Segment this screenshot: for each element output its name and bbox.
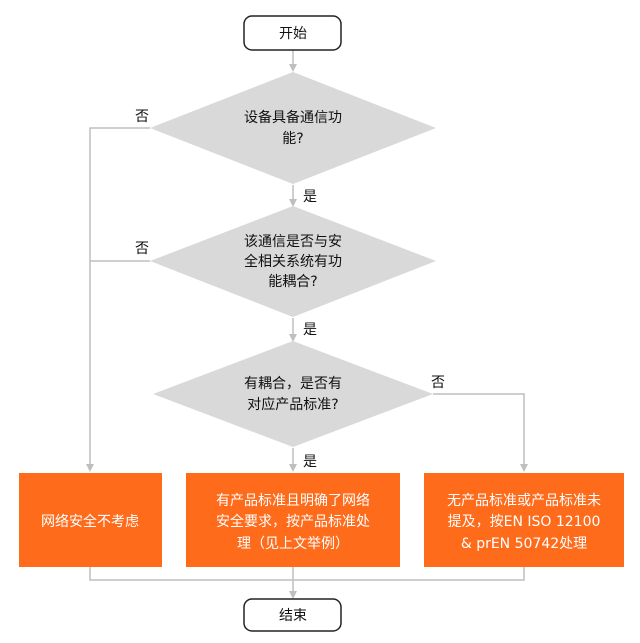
decision-2-line-3: 能耦合?	[268, 274, 317, 290]
end-terminal: 结束	[243, 598, 342, 632]
label-d1-no: 否	[135, 109, 149, 125]
label-d3-no: 否	[431, 375, 445, 391]
label-d3-yes: 是	[303, 454, 317, 470]
edge-merge	[89, 567, 525, 581]
decision-1-line-2: 能?	[282, 131, 303, 147]
box-middle-line-1: 有产品标准且明确了网络	[216, 493, 370, 509]
label-d1-yes: 是	[303, 189, 317, 205]
box-middle: 有产品标准且明确了网络 安全要求，按产品标准处 理（见上文举例）	[186, 473, 400, 567]
label-d2-no: 否	[135, 241, 149, 257]
connectors	[86, 50, 528, 599]
decision-2-line-1: 该通信是否与安	[244, 234, 342, 250]
decision-1: 设备具备通信功 能?	[150, 72, 436, 184]
box-middle-line-3: 理（见上文举例）	[237, 536, 349, 552]
end-label: 结束	[279, 608, 307, 624]
edge-d3-no	[433, 393, 528, 472]
decision-2-line-2: 全相关系统有功	[244, 253, 342, 270]
box-left: 网络安全不考虑	[19, 473, 162, 567]
edge-d1-no	[86, 127, 150, 472]
box-right-line-1: 无产品标准或产品标准未	[447, 493, 601, 509]
box-right-line-3: & prEN 50742处理	[461, 536, 587, 552]
box-left-line-1: 网络安全不考虑	[41, 513, 139, 530]
decision-3: 有耦合，是否有 对应产品标准?	[153, 341, 433, 447]
label-d2-yes: 是	[303, 322, 317, 338]
decision-2: 该通信是否与安 全相关系统有功 能耦合?	[150, 206, 436, 317]
start-terminal: 开始	[243, 15, 342, 51]
start-label: 开始	[279, 26, 307, 42]
decision-1-line-1: 设备具备通信功	[244, 109, 342, 126]
decision-3-line-1: 有耦合，是否有	[244, 376, 342, 392]
decision-3-line-2: 对应产品标准?	[247, 396, 338, 413]
box-right: 无产品标准或产品标准未 提及，按EN ISO 12100 & prEN 5074…	[424, 473, 624, 567]
box-middle-line-2: 安全要求，按产品标准处	[216, 513, 370, 530]
box-right-line-2: 提及，按EN ISO 12100	[448, 514, 601, 530]
